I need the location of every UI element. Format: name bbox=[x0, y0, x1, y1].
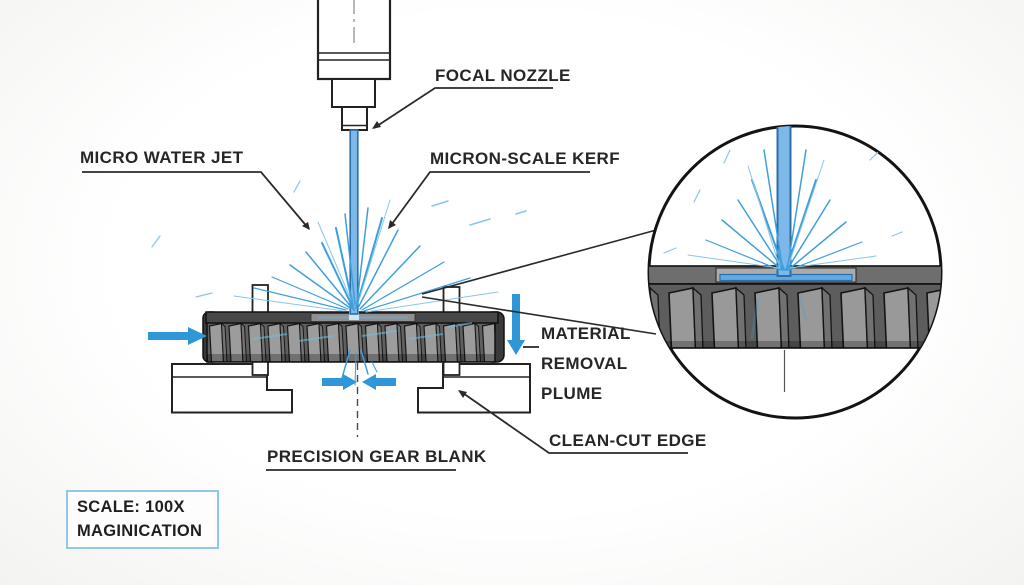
spray-plume bbox=[151, 180, 527, 386]
label-precision-gear-blank: PRECISION GEAR BLANK bbox=[267, 447, 487, 466]
label-material-removal-plume: MATERIAL REMOVAL PLUME bbox=[541, 324, 631, 403]
magnified-detail-view bbox=[647, 124, 943, 420]
scale-note-line2: MAGINICATION bbox=[77, 522, 203, 540]
scale-note-line1: SCALE: 100X bbox=[77, 498, 185, 516]
fixture-left bbox=[171, 363, 293, 414]
detail-spray bbox=[663, 126, 903, 340]
fixture-right bbox=[417, 363, 531, 414]
water-jet bbox=[349, 129, 359, 315]
focal-nozzle-body bbox=[316, 0, 392, 131]
scale-note-box: SCALE: 100X MAGINICATION bbox=[66, 490, 219, 549]
label-clean-cut-edge: CLEAN-CUT EDGE bbox=[549, 431, 707, 450]
impact-notch bbox=[349, 311, 359, 320]
label-micron-scale-kerf: MICRON-SCALE KERF bbox=[430, 149, 621, 168]
water-streaks bbox=[252, 322, 473, 342]
plume-down-arrow bbox=[507, 294, 525, 355]
leader-lines bbox=[82, 87, 688, 471]
label-micro-water-jet: MICRO WATER JET bbox=[80, 148, 244, 167]
kerf-pinch-arrows bbox=[322, 374, 396, 390]
label-focal-nozzle: FOCAL NOZZLE bbox=[435, 66, 571, 85]
feed-arrow-left bbox=[148, 327, 207, 345]
detail-water-jet bbox=[776, 126, 792, 277]
